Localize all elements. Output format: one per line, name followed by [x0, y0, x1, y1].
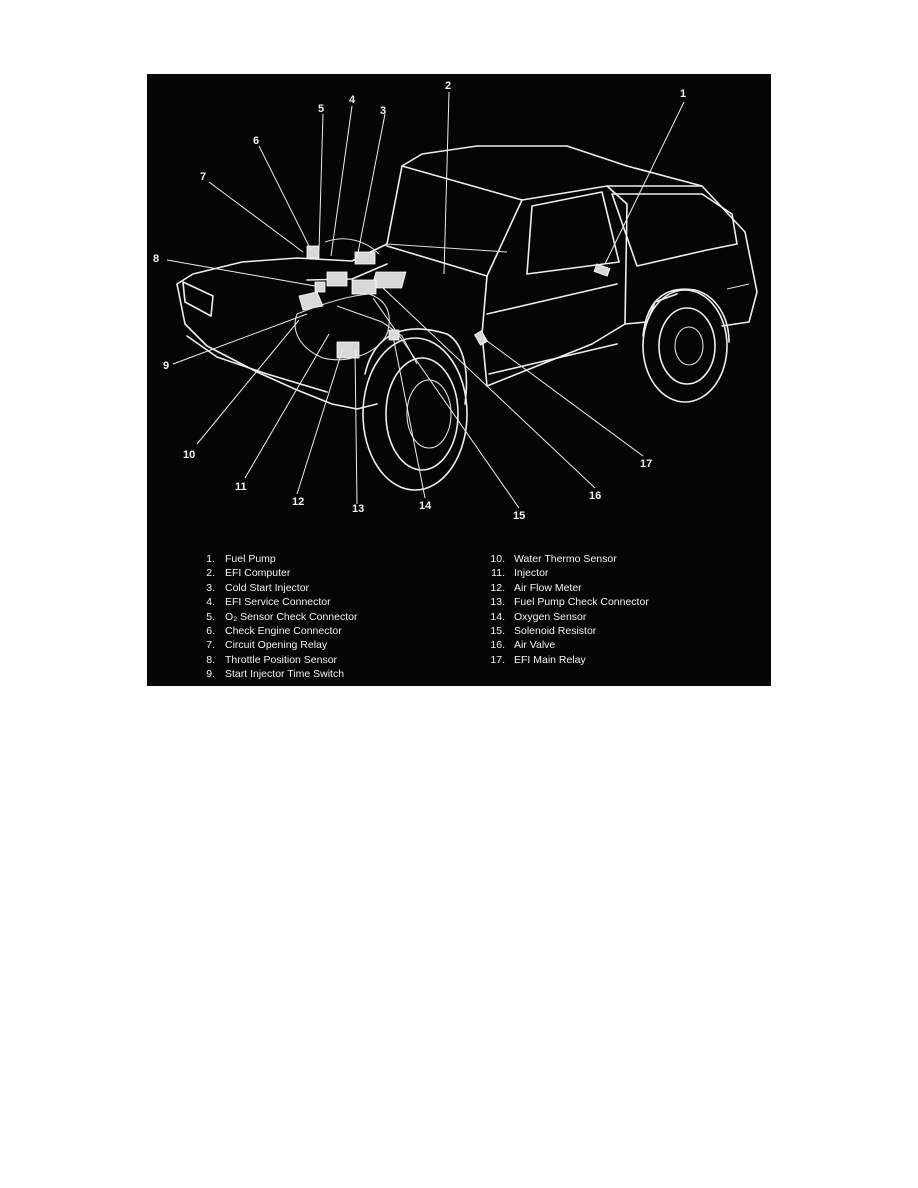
- callout-12: 12: [292, 496, 304, 508]
- legend-label: EFI Computer: [225, 566, 290, 580]
- callout-11: 11: [235, 481, 247, 493]
- legend-label: Oxygen Sensor: [514, 610, 586, 624]
- legend-number: 9.: [203, 667, 215, 681]
- legend-label: Circuit Opening Relay: [225, 638, 327, 652]
- legend-label: O₂ Sensor Check Connector: [225, 610, 357, 624]
- callout-9: 9: [163, 360, 169, 372]
- callout-14: 14: [419, 500, 432, 512]
- callout-2: 2: [445, 80, 451, 92]
- legend-item: 2. EFI Computer: [203, 566, 357, 580]
- legend-number: 13.: [483, 595, 505, 609]
- rear-wheel: [643, 289, 729, 402]
- legend-item: 15. Solenoid Resistor: [483, 624, 649, 638]
- component-location-diagram: 1 2 3 4 5 6 7 8 9 10 11 12 13 14 15 16 1…: [147, 74, 771, 686]
- legend-number: 2.: [203, 566, 215, 580]
- legend-label: EFI Main Relay: [514, 653, 586, 667]
- legend-number: 10.: [483, 552, 505, 566]
- legend-number: 7.: [203, 638, 215, 652]
- legend-label: Air Flow Meter: [514, 581, 582, 595]
- legend-item: 4. EFI Service Connector: [203, 595, 357, 609]
- engine-components: [295, 239, 610, 360]
- legend-label: Check Engine Connector: [225, 624, 342, 638]
- callout-4: 4: [349, 94, 356, 106]
- legend-number: 14.: [483, 610, 505, 624]
- legend-number: 1.: [203, 552, 215, 566]
- legend-item: 6. Check Engine Connector: [203, 624, 357, 638]
- legend-number: 11.: [483, 566, 505, 580]
- callout-6: 6: [253, 135, 259, 147]
- callout-labels: 1 2 3 4 5 6 7 8 9 10 11 12 13 14 15 16 1…: [153, 80, 686, 522]
- legend-number: 17.: [483, 653, 505, 667]
- legend-item: 12. Air Flow Meter: [483, 581, 649, 595]
- legend-item: 16. Air Valve: [483, 638, 649, 652]
- callout-7: 7: [200, 171, 206, 183]
- legend-number: 6.: [203, 624, 215, 638]
- legend-label: Air Valve: [514, 638, 555, 652]
- callout-10: 10: [183, 449, 195, 461]
- legend-label: Throttle Position Sensor: [225, 653, 337, 667]
- legend-item: 11. Injector: [483, 566, 649, 580]
- legend-number: 3.: [203, 581, 215, 595]
- callout-16: 16: [589, 490, 601, 502]
- legend-item: 13. Fuel Pump Check Connector: [483, 595, 649, 609]
- legend-item: 17. EFI Main Relay: [483, 653, 649, 667]
- legend-label: Fuel Pump: [225, 552, 276, 566]
- legend-label: Solenoid Resistor: [514, 624, 596, 638]
- legend-number: 5.: [203, 610, 215, 624]
- legend-item: 7. Circuit Opening Relay: [203, 638, 357, 652]
- legend-number: 16.: [483, 638, 505, 652]
- legend-item: 3. Cold Start Injector: [203, 581, 357, 595]
- legend-item: 14. Oxygen Sensor: [483, 610, 649, 624]
- legend-label: Start Injector Time Switch: [225, 667, 344, 681]
- legend-label: Water Thermo Sensor: [514, 552, 617, 566]
- legend-item: 5. O₂ Sensor Check Connector: [203, 610, 357, 624]
- callout-1: 1: [680, 88, 686, 100]
- callout-17: 17: [640, 458, 652, 470]
- legend-label: Cold Start Injector: [225, 581, 309, 595]
- legend-label: EFI Service Connector: [225, 595, 331, 609]
- legend-number: 4.: [203, 595, 215, 609]
- legend-item: 1. Fuel Pump: [203, 552, 357, 566]
- legend-item: 10. Water Thermo Sensor: [483, 552, 649, 566]
- legend-number: 12.: [483, 581, 505, 595]
- legend-label: Fuel Pump Check Connector: [514, 595, 649, 609]
- callout-13: 13: [352, 503, 364, 515]
- callout-15: 15: [513, 510, 525, 522]
- callout-3: 3: [380, 105, 386, 117]
- legend-number: 15.: [483, 624, 505, 638]
- legend-left-column: 1. Fuel Pump 2. EFI Computer 3. Cold Start …: [203, 552, 357, 682]
- legend-item: 9. Start Injector Time Switch: [203, 667, 357, 681]
- legend-right-column: 10. Water Thermo Sensor 11. Injector 12. Ai…: [483, 552, 649, 667]
- legend-label: Injector: [514, 566, 548, 580]
- callout-8: 8: [153, 253, 159, 265]
- callout-5: 5: [318, 103, 324, 115]
- legend-item: 8. Throttle Position Sensor: [203, 653, 357, 667]
- legend-number: 8.: [203, 653, 215, 667]
- leader-lines: [167, 92, 684, 508]
